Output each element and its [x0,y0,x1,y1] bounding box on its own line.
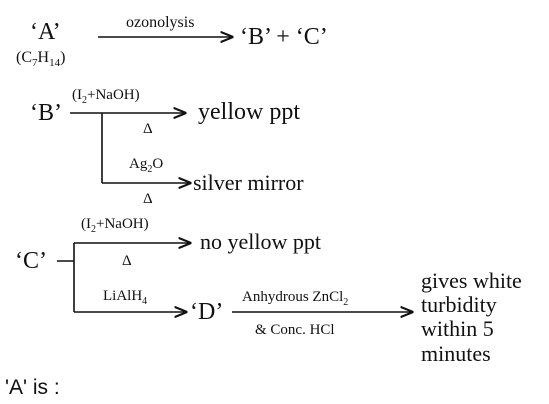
compound-d: ‘D’ [190,299,224,325]
result-yellow-ppt: yellow ppt [198,99,300,125]
heat-symbol-c: Δ [122,253,132,269]
lialh4-reagent: LiAlH4 [103,288,148,307]
compound-a-formula: (C7H14) [16,49,66,70]
question-text: 'A' is : [5,376,60,399]
compound-c: ‘C’ [15,248,47,274]
result-silver-mirror: silver mirror [193,170,304,195]
lucas-reagent-top: Anhydrous ZnCl2 [242,289,349,308]
compound-a: ‘A’ [30,19,61,45]
iodine-naoh-reagent-b: (I2+NaOH) [72,87,140,106]
lucas-reagent-bottom: & Conc. HCl [255,322,335,338]
result-no-yellow-ppt: no yellow ppt [200,229,321,254]
heat-symbol-b1: Δ [143,121,153,137]
compound-b: ‘B’ [30,100,62,126]
result-white-turbidity: gives white turbidity within 5 minutes [421,268,522,366]
iodine-naoh-reagent-c: (I2+NaOH) [81,216,149,235]
ag2o-reagent: Ag2O [129,156,164,175]
heat-symbol-b2: Δ [143,191,153,207]
ozonolysis-label: ozonolysis [126,14,195,31]
products-b-c: ‘B’ + ‘C’ [240,24,328,50]
